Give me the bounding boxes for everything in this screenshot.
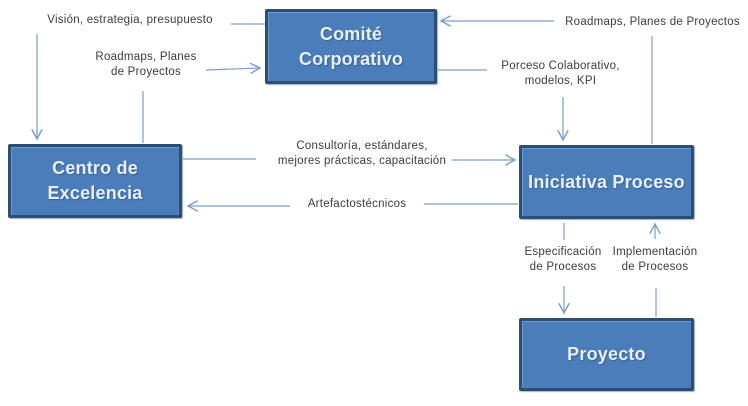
edge-label-line: de Proyectos xyxy=(110,65,182,78)
edge-label-line: Roadmaps, Planes de Proyectos xyxy=(565,16,740,28)
node-proyecto: Proyecto xyxy=(519,318,694,391)
edge-label-roadmaps-left: Roadmaps, Planes de Proyectos xyxy=(76,50,216,79)
edge-label-line: Especificación xyxy=(524,246,602,258)
node-centro-de-excelencia: Centro de Excelencia xyxy=(8,144,182,218)
edge-label-consultoria: Consultoría, estándares, mejores práctic… xyxy=(262,139,462,168)
edge-label-implementacion: Implementación de Procesos xyxy=(600,245,710,274)
edge-label-line: de Procesos xyxy=(529,260,597,273)
edge-label-line: de Procesos xyxy=(621,260,689,273)
edge-label-line: Implementación xyxy=(612,246,698,258)
edge-label-line: Visión, estrategia, presupuesto xyxy=(47,14,213,26)
edge-label-line: mejores prácticas, capacitación xyxy=(277,154,447,167)
node-comite-corporativo: Comité Corporativo xyxy=(265,9,437,84)
node-comite-corporativo-label: Comité Corporativo xyxy=(298,23,404,69)
edge-label-roadmaps-right: Roadmaps, Planes de Proyectos xyxy=(560,15,745,30)
edge-label-line: Consultoría, estándares, xyxy=(296,140,428,152)
edge-label-vision-estrategia: Visión, estrategia, presupuesto xyxy=(36,13,224,28)
edge-label-artefactos: Artefactostécnicos xyxy=(287,197,427,212)
node-proyecto-label: Proyecto xyxy=(567,344,646,365)
node-iniciativa-proceso: Iniciativa Proceso xyxy=(519,145,694,219)
edge-label-line: Artefactostécnicos xyxy=(307,198,407,210)
edge-label-line: modelos, KPI xyxy=(524,74,597,87)
edge-label-porceso-colaborativo: Porceso Colaborativo, modelos, KPI xyxy=(478,59,643,88)
edge-label-line: Porceso Colaborativo, xyxy=(501,60,620,72)
edge-label-especificacion: Especificación de Procesos xyxy=(508,245,618,274)
node-centro-de-excelencia-label: Centro de Excelencia xyxy=(47,158,143,203)
node-iniciativa-proceso-label: Iniciativa Proceso xyxy=(528,171,685,192)
edge-label-line: Roadmaps, Planes xyxy=(95,51,197,63)
arrow-roadmaps-left-head xyxy=(205,62,262,75)
